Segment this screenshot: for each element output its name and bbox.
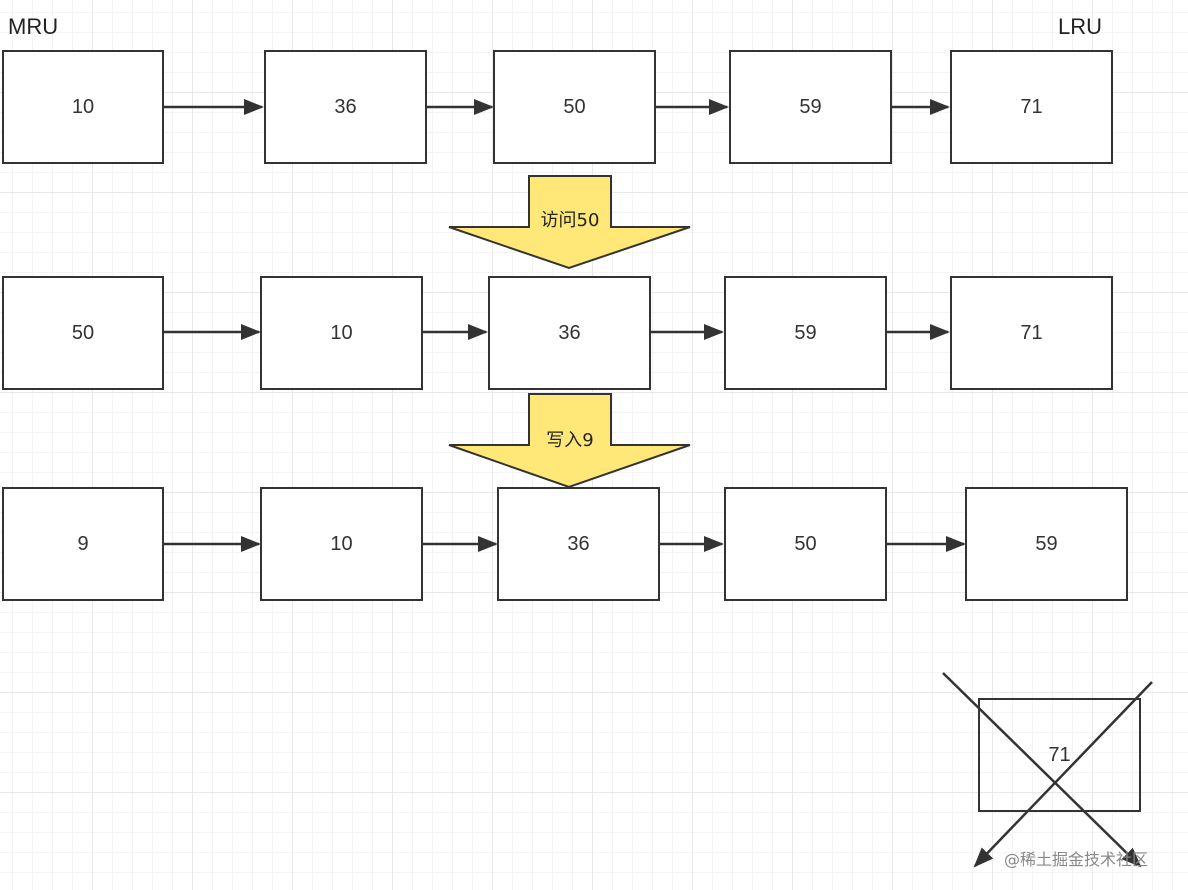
row-1-node-2: 36 xyxy=(264,50,427,164)
row-2-node-2: 10 xyxy=(260,276,423,390)
row-2-node-3: 36 xyxy=(488,276,651,390)
row-3-node-4: 50 xyxy=(724,487,887,601)
row-2-node-5: 71 xyxy=(950,276,1113,390)
transition-1-label: 访问50 xyxy=(540,210,600,231)
row-1-node-1: 10 xyxy=(2,50,164,164)
block-arrow-2 xyxy=(448,393,691,489)
transition-2-label: 写入9 xyxy=(546,430,594,451)
row-3-node-2: 10 xyxy=(260,487,423,601)
cross-line-1 xyxy=(942,672,1142,868)
eviction-cross xyxy=(942,672,1153,868)
row-2-node-1: 50 xyxy=(2,276,164,390)
row-2-node-4: 59 xyxy=(724,276,887,390)
row-3-node-1: 9 xyxy=(2,487,164,601)
evicted-node: 71 xyxy=(978,698,1141,812)
watermark-text: @稀土掘金技术社区 xyxy=(1004,850,1149,869)
cross-line-2 xyxy=(973,681,1153,868)
lru-label: LRU xyxy=(1058,14,1103,39)
row-1-node-4: 59 xyxy=(729,50,892,164)
block-arrow-1 xyxy=(448,175,691,270)
row-1-node-5: 71 xyxy=(950,50,1113,164)
row-3-node-3: 36 xyxy=(497,487,660,601)
row-1-node-3: 50 xyxy=(493,50,656,164)
row-3-node-5: 59 xyxy=(965,487,1128,601)
mru-label: MRU xyxy=(8,14,59,39)
